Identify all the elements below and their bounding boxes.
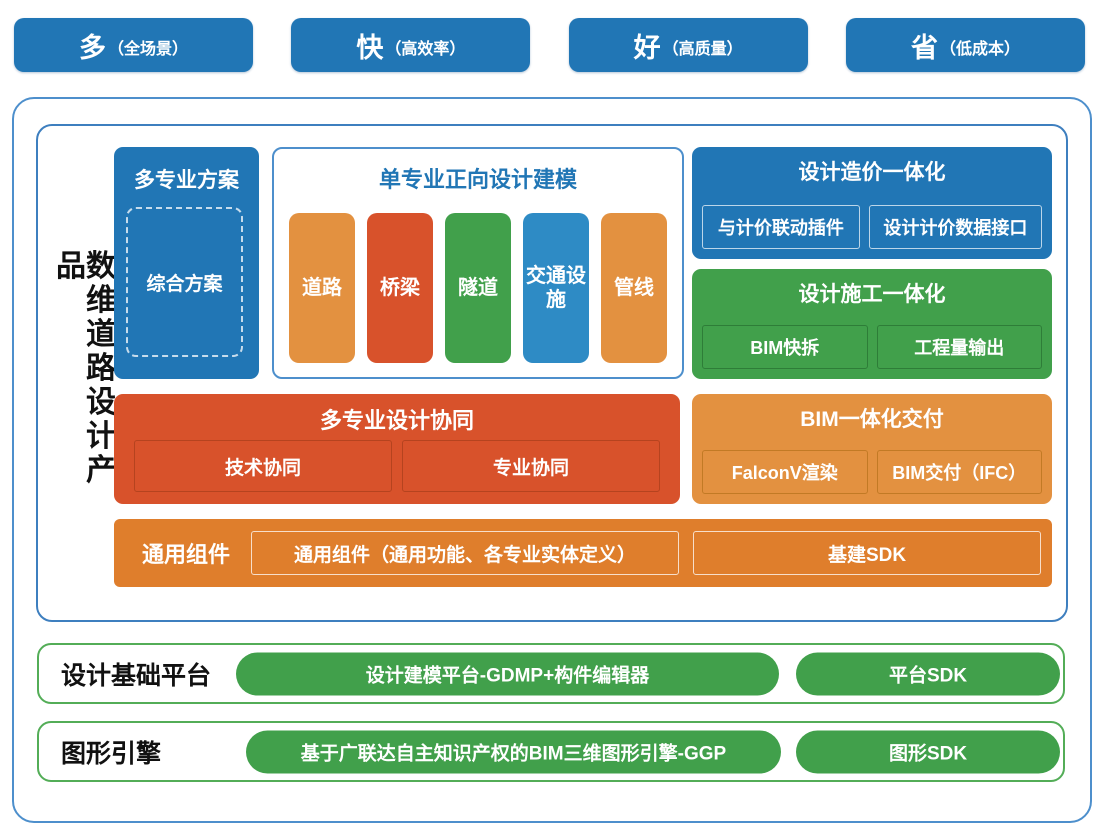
cost-integration-title: 设计造价一体化 [798,161,946,184]
platform-sdk-pill: 平台SDK [796,652,1060,695]
common-components-row: 通用组件 通用组件（通用功能、各专业实体定义） 基建SDK [114,519,1052,587]
modeling-item-traffic-facility: 交通设施 [523,213,589,363]
construction-integration-box: 设计施工一体化 BIM快拆 工程量输出 [692,269,1052,379]
graphics-engine-label: 图形引擎 [61,739,162,768]
badge-main-text: 好 [633,32,661,63]
modeling-box: 单专业正向设计建模 道路 桥梁 隧道 交通设施 管线 [272,147,684,379]
graphics-sdk-pill: 图形SDK [796,730,1060,773]
multi-scheme-title: 多专业方案 [134,169,239,192]
modeling-item-pipeline: 管线 [601,213,667,363]
badge-sub-text: （高效率） [385,40,466,58]
modeling-items-row: 道路 桥梁 隧道 交通设施 管线 [289,213,667,363]
delivery-subs-row: FalconV渲染 BIM交付（IFC） [702,450,1042,494]
collaboration-sub-discipline: 专业协同 [402,440,660,492]
collaboration-box: 多专业设计协同 技术协同 专业协同 [114,394,680,504]
delivery-sub-bim-ifc: BIM交付（IFC） [876,450,1042,494]
badge-sub-text: （高质量） [662,40,743,58]
delivery-sub-falconv-render: FalconV渲染 [702,450,868,494]
bim-delivery-box: BIM一体化交付 FalconV渲染 BIM交付（IFC） [692,394,1052,504]
collaboration-title: 多专业设计协同 [319,408,474,433]
badge-main-text: 省 [910,32,938,63]
construction-sub-bim-split: BIM快拆 [702,325,868,369]
modeling-title: 单专业正向设计建模 [378,167,577,192]
collaboration-subs-row: 技术协同 专业协同 [134,440,660,492]
badge-main-text: 多 [78,32,106,63]
graphics-engine-row: 图形引擎 基于广联达自主知识产权的BIM三维图形引擎-GGP 图形SDK [37,721,1065,782]
construction-sub-quantity-output: 工程量输出 [876,325,1042,369]
cost-sub-data-interface: 设计计价数据接口 [868,205,1042,249]
badge-hao: 好 （高质量） [568,18,808,72]
product-section-side-label: 数维道路设计产品 [51,249,114,488]
construction-subs-row: BIM快拆 工程量输出 [702,325,1042,369]
cost-integration-box: 设计造价一体化 与计价联动插件 设计计价数据接口 [692,147,1052,259]
collaboration-sub-technical: 技术协同 [134,440,392,492]
modeling-item-tunnel: 隧道 [445,213,511,363]
modeling-item-bridge: 桥梁 [367,213,433,363]
construction-integration-title: 设计施工一体化 [798,283,946,306]
badge-duo: 多 （全场景） [14,18,253,72]
badge-kuai: 快 （高效率） [291,18,531,72]
outer-frame: 数维道路设计产品 多专业方案 综合方案 单专业正向设计建模 道路 桥梁 隧道 交… [12,97,1092,823]
modeling-item-road: 道路 [289,213,355,363]
bim-delivery-title: BIM一体化交付 [800,408,944,431]
cost-subs-row: 与计价联动插件 设计计价数据接口 [702,205,1042,249]
graphics-engine-ggp-pill: 基于广联达自主知识产权的BIM三维图形引擎-GGP [246,730,781,773]
top-badges-row: 多 （全场景） 快 （高效率） 好 （高质量） 省 （低成本） [14,18,1085,72]
common-components-title: 通用组件 [141,542,230,567]
badge-sub-text: （全场景） [107,40,188,58]
common-components-sub-functions: 通用组件（通用功能、各专业实体定义） [251,531,679,575]
cost-sub-pricing-plugin: 与计价联动插件 [702,205,860,249]
badge-sheng: 省 （低成本） [845,18,1085,72]
badge-sub-text: （低成本） [939,40,1020,58]
common-components-sub-infra-sdk: 基建SDK [693,531,1041,575]
badge-main-text: 快 [356,32,384,63]
design-platform-gdmp-pill: 设计建模平台-GDMP+构件编辑器 [236,652,779,695]
design-platform-row: 设计基础平台 设计建模平台-GDMP+构件编辑器 平台SDK [37,643,1065,704]
product-section-frame: 数维道路设计产品 多专业方案 综合方案 单专业正向设计建模 道路 桥梁 隧道 交… [36,124,1068,622]
multi-scheme-box: 多专业方案 综合方案 [114,147,259,379]
design-platform-label: 设计基础平台 [61,661,212,690]
comprehensive-scheme-box: 综合方案 [126,207,243,357]
